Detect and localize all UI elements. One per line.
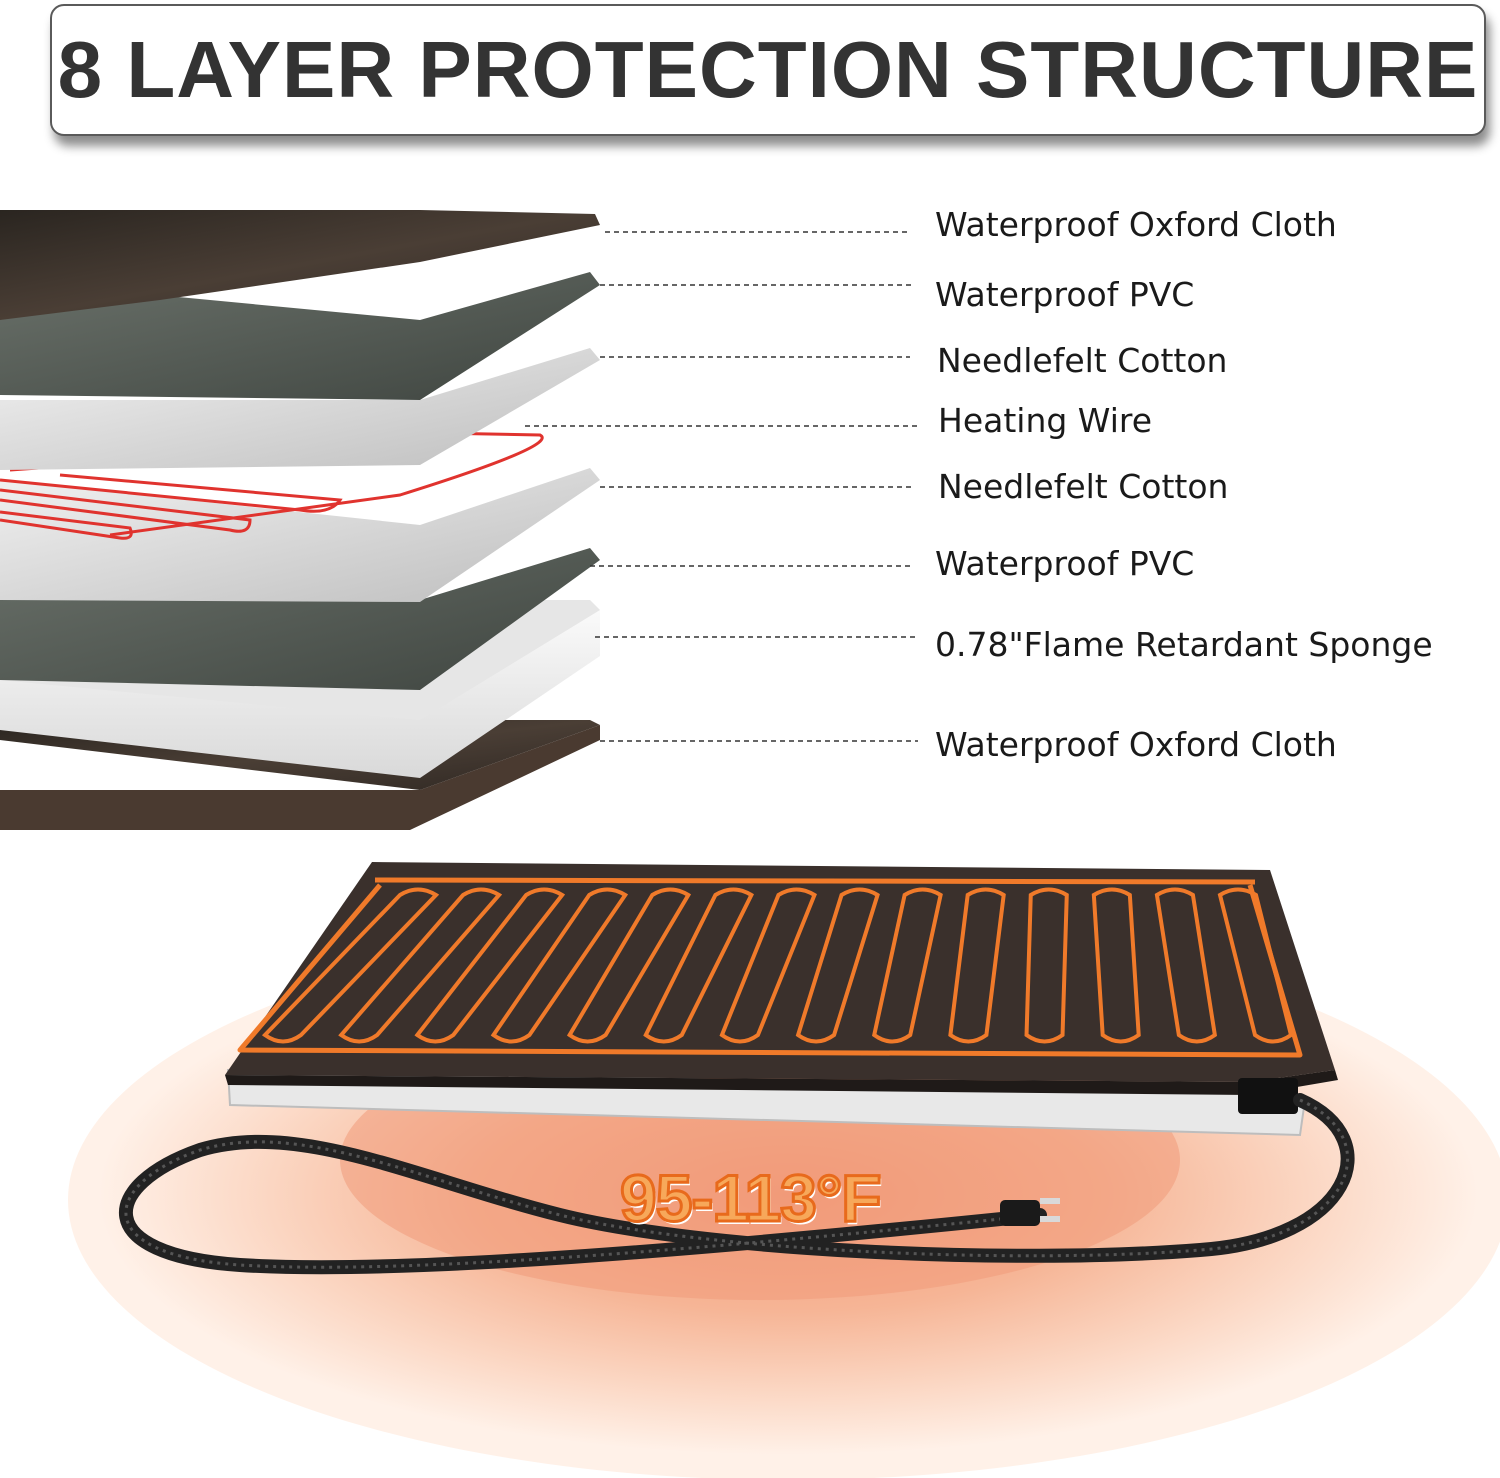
title-banner: 8 LAYER PROTECTION STRUCTURE — [50, 4, 1486, 136]
layer-felt-top — [0, 348, 600, 470]
leader-lines — [525, 231, 920, 742]
label-layer-8: Waterproof Oxford Cloth — [935, 725, 1337, 764]
pad-wire-loop — [1217, 887, 1294, 1044]
layer-oxford-bottom — [0, 725, 600, 830]
power-plug — [1000, 1198, 1060, 1226]
label-layer-2: Waterproof PVC — [935, 275, 1195, 314]
layer-pvc-top — [0, 272, 600, 400]
pad-wire-loop — [1091, 887, 1141, 1044]
pad-top — [225, 862, 1335, 1082]
pad-wire-loop — [490, 887, 629, 1044]
pad-wire-loop — [795, 887, 880, 1044]
pad-wire-loop — [871, 887, 943, 1044]
pad-wire-loop — [643, 887, 754, 1044]
label-layer-6: Waterproof PVC — [935, 544, 1195, 583]
page-title: 8 LAYER PROTECTION STRUCTURE — [57, 25, 1479, 114]
pad-wire-loops — [261, 887, 1294, 1044]
label-layer-3: Needlefelt Cotton — [937, 341, 1228, 380]
label-layer-4: Heating Wire — [938, 401, 1153, 440]
pad-wire-loop — [338, 887, 503, 1044]
label-layer-7: 0.78"Flame Retardant Sponge — [935, 625, 1433, 664]
pad-wire-loop — [261, 887, 440, 1044]
pad-wire-loop — [1154, 887, 1218, 1044]
pad-wire-loop — [566, 887, 692, 1044]
pad-edge — [225, 1070, 1338, 1095]
pad-wire-loop — [719, 887, 817, 1044]
label-layer-1: Waterproof Oxford Cloth — [935, 205, 1337, 244]
pad-wire-loop — [1024, 887, 1069, 1044]
pad-connector — [1238, 1078, 1298, 1114]
temperature-label: 95-113°F — [619, 1160, 884, 1237]
layer-felt-bottom — [0, 468, 600, 602]
heating-pad — [225, 862, 1338, 1137]
pad-wire-loop — [414, 887, 566, 1044]
power-cord — [118, 1093, 1355, 1275]
layer-oxford-top — [0, 210, 600, 320]
pad-wire-loop — [948, 887, 1006, 1044]
label-layer-5: Needlefelt Cotton — [938, 467, 1229, 506]
